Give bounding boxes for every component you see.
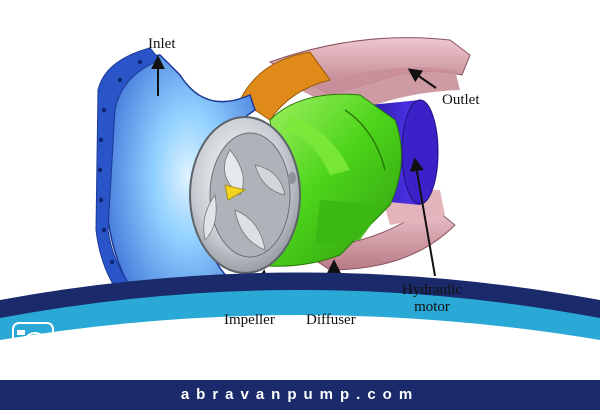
outlet-label: Outlet [442,92,480,108]
impeller [189,116,301,274]
footer-bands [0,272,600,410]
outlet-arrow [407,68,437,89]
hydraulic-motor-label: Hydraulic motor [402,282,462,316]
hydraulic-motor-label-line1: Hydraulic [402,282,462,298]
website-url[interactable]: abravanpump.com [180,386,420,403]
impeller-label: Impeller [224,312,275,328]
pump-logo-icon [12,322,54,364]
inlet-label: Inlet [148,36,176,52]
hydraulic-motor-label-line2: motor [414,299,450,315]
motor-arrow [410,157,436,277]
diffuser-label: Diffuser [306,312,356,328]
